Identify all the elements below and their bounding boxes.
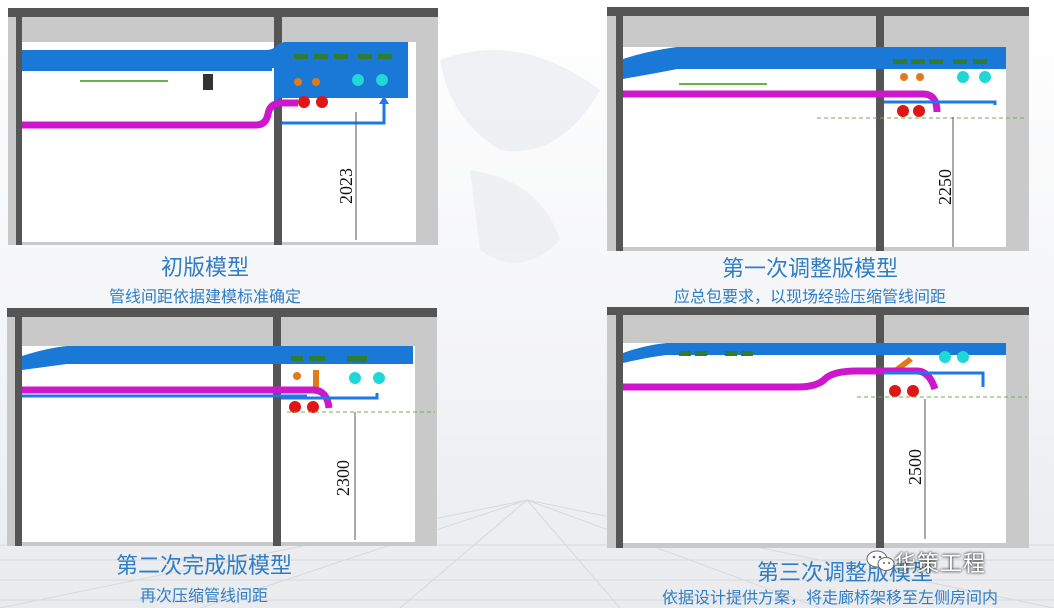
section-drawing-3: 2300 [7, 308, 437, 546]
panel-1-subtitle: 管线间距依据建模标准确定 [108, 287, 301, 306]
panel-first-adjustment: 2250 [607, 7, 1029, 251]
dimension-label-3: 2300 [333, 460, 353, 496]
dimension-label-1: 2023 [336, 168, 356, 204]
panel-third-adjustment: 2500 [607, 307, 1029, 548]
watermark-text: 华策工程 [894, 552, 987, 577]
wechat-icon [866, 550, 895, 571]
panel-2-subtitle: 应总包要求，以现场经验压缩管线间距 [673, 287, 946, 306]
watermark: 华策工程 [866, 544, 1054, 584]
section-drawing-2: 2250 [607, 7, 1029, 251]
panel-3-title: 第二次完成版模型 [115, 554, 292, 579]
panel-4-subtitle: 依据设计提供方案，将走廊桥架移至左侧房间内 [661, 588, 998, 607]
panel-3-subtitle: 再次压缩管线间距 [139, 586, 268, 605]
panel-4-title: 第三次调整版模型 [756, 561, 933, 586]
section-drawing-4: 2500 [607, 307, 1029, 548]
section-drawing-1: 2023 [8, 8, 438, 245]
panel-initial-model: 2023 [8, 8, 438, 245]
panel-1-title: 初版模型 [160, 256, 249, 281]
dimension-label-2: 2250 [935, 169, 955, 205]
panel-2-title: 第一次调整版模型 [721, 257, 898, 282]
panel-second-complete: 2300 [7, 308, 437, 546]
dimension-label-4: 2500 [905, 449, 925, 485]
